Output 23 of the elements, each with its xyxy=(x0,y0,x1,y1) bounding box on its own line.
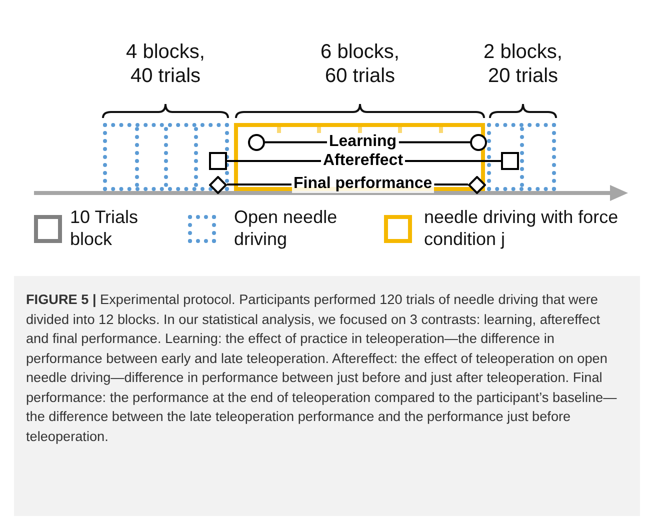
circle-marker xyxy=(470,134,487,151)
legend-text: needle driving with force condition j xyxy=(424,206,620,250)
contrast-label: Final performance xyxy=(292,175,434,193)
connector-line xyxy=(398,141,470,144)
figure-caption: FIGURE 5 | Experimental protocol. Participants performed 120 trials of needle driving that were divided into 12 blocks. In our statistical analysis, we focused on 3 contrasts: learning, aftereffect and final performance. Learning: the effect of practice in teleoperation—the difference in performance between early and late teleoperation. Aftereffect: the effect of teleoperation on open needle driving—difference in performance between just before and just after teleoperation. Final performance: the performance at the end of teleoperation compared to the participant’s baseline—the difference between the late teleoperation performance and the performance just before teleoperation. xyxy=(26,291,618,446)
bracket-label: 4 blocks, 40 trials xyxy=(125,40,206,88)
connector-line xyxy=(227,160,321,162)
diamond-marker xyxy=(209,176,227,194)
circle-marker xyxy=(248,134,265,151)
connector-line xyxy=(405,160,501,162)
square-marker xyxy=(501,152,519,170)
diamond-marker xyxy=(468,176,486,194)
connector-line xyxy=(227,184,292,186)
connector-line xyxy=(265,141,327,144)
bracket-label: 6 blocks, 60 trials xyxy=(320,40,400,88)
square-marker xyxy=(209,152,227,170)
connector-line xyxy=(434,184,468,186)
block-group xyxy=(234,123,485,191)
bracket-label: 2 blocks, 20 trials xyxy=(482,40,564,88)
dotted-block-group xyxy=(487,123,556,191)
legend-text: Open needle driving xyxy=(234,206,338,250)
dotted-block-group xyxy=(103,123,229,191)
legend-text: 10 Trials block xyxy=(70,206,140,250)
